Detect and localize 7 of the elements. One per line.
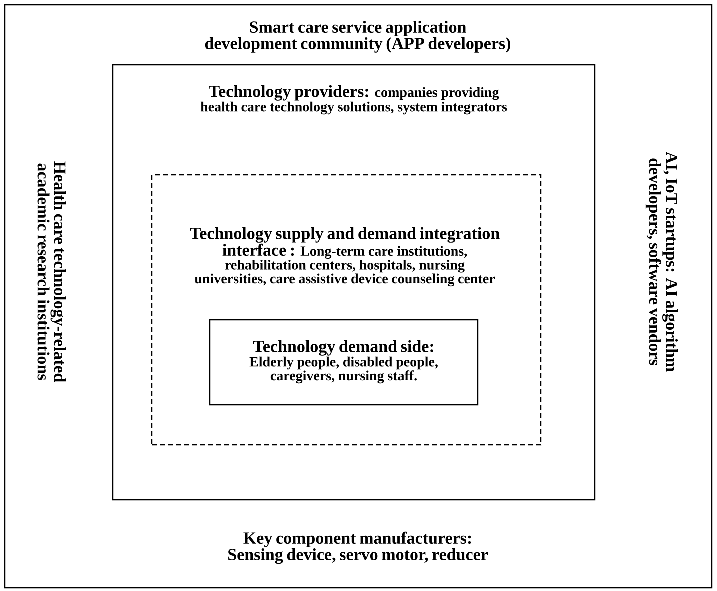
box-text: Technology providers: companies providing health care technology solutions, system integrators [200,85,508,115]
heading-text: AI, IoT startups: AI algorithm developers, software vendors [646,152,678,372]
heading-text: Smart care service application development community (APP developers) [205,21,510,53]
box-text: Technology demand side: Elderly people, disabled people, caregivers, nursing staff. [250,340,438,384]
heading-text: Key component manufacturers: Sensing device, servo motor, reducer [228,532,488,564]
heading-text: Health care technology-related academic research institutions [38,162,66,382]
box-text: Technology supply and demand integration interface : Long-term care institutions, rehabilitation centers, hospitals, nursing universities, care assistive device counseling center [190,227,500,287]
